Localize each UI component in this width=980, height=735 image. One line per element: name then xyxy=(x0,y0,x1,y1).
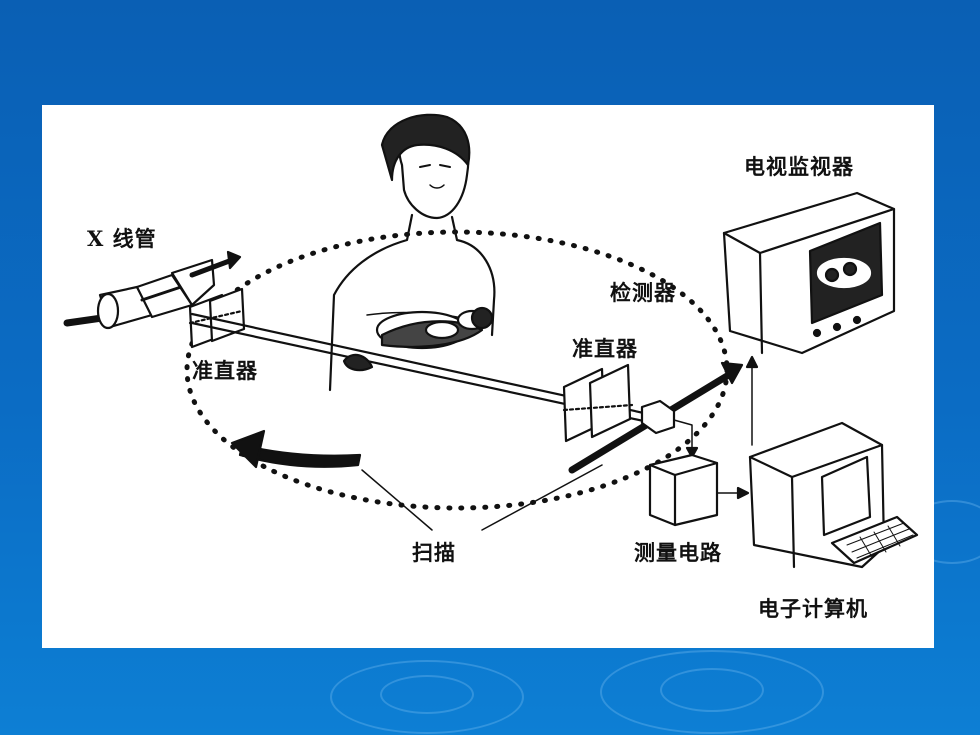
xray-tube-icon xyxy=(63,250,242,330)
label-tv-monitor: 电视监视器 xyxy=(744,154,854,179)
ripple-decoration xyxy=(600,650,824,734)
label-collimator-left: 准直器 xyxy=(192,358,258,383)
label-detector: 检测器 xyxy=(610,280,676,305)
ripple-decoration xyxy=(330,660,524,734)
ct-scanner-diagram xyxy=(63,113,919,569)
scan-pointer xyxy=(481,464,603,531)
ripple-decoration xyxy=(660,668,764,712)
label-scan: 扫描 xyxy=(412,540,456,565)
computer-icon xyxy=(748,421,919,569)
scan-pointer xyxy=(361,469,433,531)
label-measure-circuit: 测量电路 xyxy=(634,540,722,565)
label-xray-tube: X 线管 xyxy=(87,226,157,251)
signal-line xyxy=(673,419,693,451)
ripple-decoration xyxy=(380,675,474,714)
label-computer: 电子计算机 xyxy=(758,596,868,621)
keypad xyxy=(846,522,914,559)
label-collimator-right: 准直器 xyxy=(572,336,638,361)
scan-arrow-icon xyxy=(230,429,362,469)
collimator-right-icon xyxy=(562,363,634,443)
tv-monitor-icon xyxy=(722,191,896,355)
diagram-panel: X 线管 准直器 准直器 检测器 电视监视器 扫描 测量电路 电子计算机 xyxy=(42,105,934,648)
patient-figure xyxy=(328,113,496,392)
scan-orbit xyxy=(184,229,730,511)
measure-circuit-icon xyxy=(648,453,719,527)
detector-icon xyxy=(568,361,744,474)
